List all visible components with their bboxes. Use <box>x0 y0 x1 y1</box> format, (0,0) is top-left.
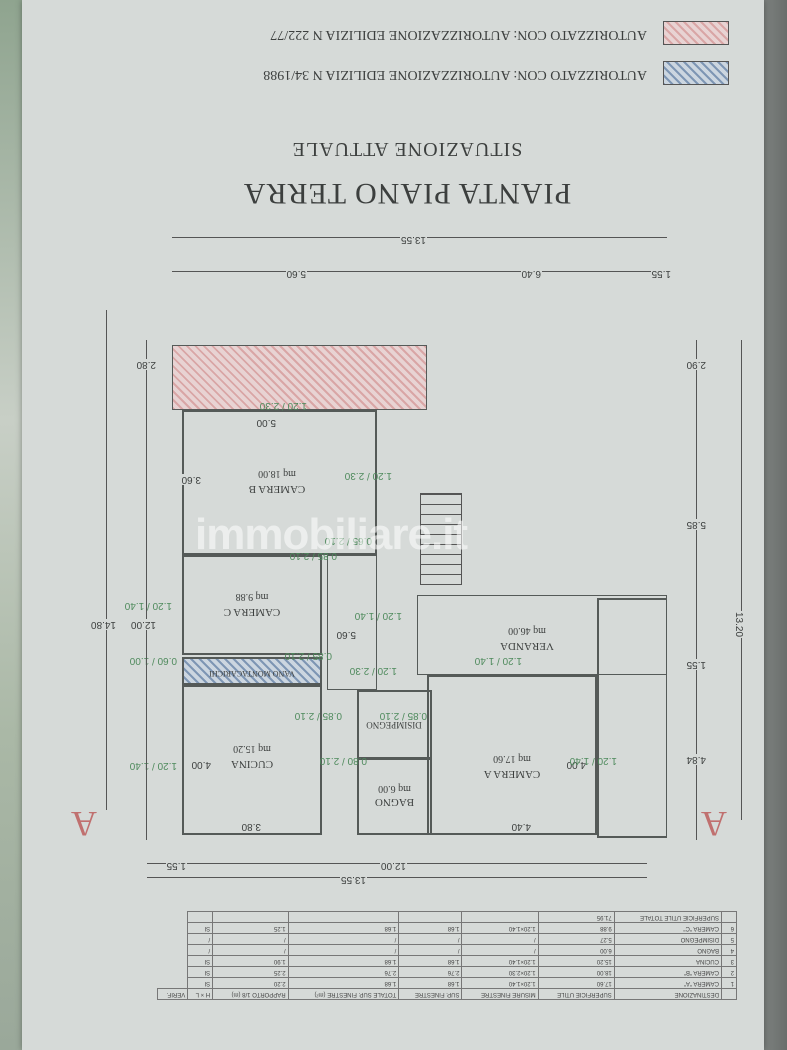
opening-label: 0.85 / 2.10 <box>284 650 332 661</box>
dimension-label: 4.40 <box>510 821 532 832</box>
opening-label: 1.20 / 1.40 <box>124 600 172 611</box>
opening-label: 1.20 / 1.40 <box>474 655 522 666</box>
floor-plan-sheet <box>22 0 764 1050</box>
watermark-logo: immobiliare.it <box>195 510 468 559</box>
opening-label: 0.85 / 2.10 <box>379 710 427 721</box>
room-area: mq 46.00 <box>508 625 546 636</box>
dimension-label: 1.55 <box>165 860 187 871</box>
opening-label: 0.85 / 2.10 <box>294 710 342 721</box>
dimension-label: 13.20 <box>732 610 744 639</box>
room-label: VANO MONTACARICHI <box>209 669 295 678</box>
opening-label: 1.20 / 1.40 <box>129 760 177 771</box>
dimension-label: 13.55 <box>339 874 367 885</box>
opening-label: 1.20 / 2.30 <box>349 665 397 676</box>
dimension-label: 3.60 <box>180 474 202 485</box>
opening-label: 0.60 / 1.00 <box>129 655 177 666</box>
dimension-line-total <box>147 877 647 878</box>
dimension-label: 5.85 <box>685 519 707 530</box>
dimension-line-vertical-left-inner <box>146 340 147 840</box>
dimension-label: 2.90 <box>685 359 707 370</box>
table-header: TOTALE SUP. FINESTRE (m²) <box>288 988 399 1000</box>
table-header: VERIF. <box>157 988 188 1000</box>
dimension-label: 4.84 <box>685 754 707 765</box>
dimension-line-top-parts <box>172 271 667 272</box>
opening-label: 1.20 / 1.40 <box>354 610 402 621</box>
room-area: mq 15.20 <box>233 743 271 754</box>
dimension-label: 4.00 <box>190 759 212 770</box>
dimension-label: 5.00 <box>255 417 277 428</box>
table-header: DESTINAZIONE <box>614 988 722 1000</box>
dimension-label: 12.00 <box>379 860 407 871</box>
legend-text: AUTORIZZATO CON: AUTORIZZAZIONE EDILIZIA… <box>263 67 647 82</box>
opening-label: 0.80 / 2.10 <box>319 755 367 766</box>
dimension-label: 5.60 <box>335 629 357 640</box>
dimension-label: 14.80 <box>89 619 117 630</box>
room-area: mq 17.60 <box>493 753 531 764</box>
table-header: H × L <box>187 988 213 1000</box>
dimension-label: 13.55 <box>399 234 427 245</box>
room-label: CAMERA A <box>483 768 541 780</box>
room-label: CUCINA <box>230 758 274 770</box>
legend-text: AUTORIZZATO CON: AUTORIZZAZIONE EDILIZIA… <box>270 27 647 42</box>
dimension-line-vertical-total <box>741 340 742 820</box>
room-area: mq 6.00 <box>378 783 411 794</box>
dimension-label: 2.80 <box>135 359 157 370</box>
room-label: CAMERA B <box>248 483 306 495</box>
room-label: DISIMPEGNO <box>366 720 422 730</box>
section-marker-a: A <box>71 804 97 844</box>
dimension-label: 12.00 <box>129 619 157 630</box>
room-surface-table: DESTINAZIONE SUPERFICIE UTILE MISURE FIN… <box>157 911 737 1000</box>
dimension-line-vertical-left-total <box>106 310 107 810</box>
table-header: SUPERFICIE UTILE <box>538 988 615 1000</box>
room-label: VERANDA <box>500 640 554 652</box>
room-camera-c <box>182 555 322 655</box>
legend-swatch-red <box>663 21 729 45</box>
table-header: RAPPORTO 1/8 (m) <box>212 988 289 1000</box>
plan-subtitle: SITUAZIONE ATTUALE <box>291 138 523 160</box>
table-header: MISURE FINESTRE <box>461 988 539 1000</box>
dimension-line-vertical-parts <box>696 340 697 840</box>
dimension-label: 3.80 <box>240 821 262 832</box>
dimension-label: 1.55 <box>685 659 707 670</box>
opening-label: 1.20 / 2.30 <box>259 400 307 411</box>
dimension-label: 5.60 <box>285 268 307 279</box>
legend-swatch-blue <box>663 61 729 85</box>
plan-title: PIANTA PIANO TERRA <box>242 177 572 210</box>
opening-label: 1.20 / 1.40 <box>569 755 617 766</box>
dimension-label: 6.40 <box>520 268 542 279</box>
room-label: BAGNO <box>374 796 415 808</box>
section-marker-a: A <box>701 804 727 844</box>
opening-label: 1.20 / 2.30 <box>344 470 392 481</box>
room-area: mq 9.88 <box>235 591 269 602</box>
dimension-label: 1.55 <box>650 268 672 279</box>
table-header: SUP. FINESTRE <box>398 988 462 1000</box>
room-label: CAMERA C <box>223 606 281 618</box>
room-area: mq 18.00 <box>258 468 296 479</box>
